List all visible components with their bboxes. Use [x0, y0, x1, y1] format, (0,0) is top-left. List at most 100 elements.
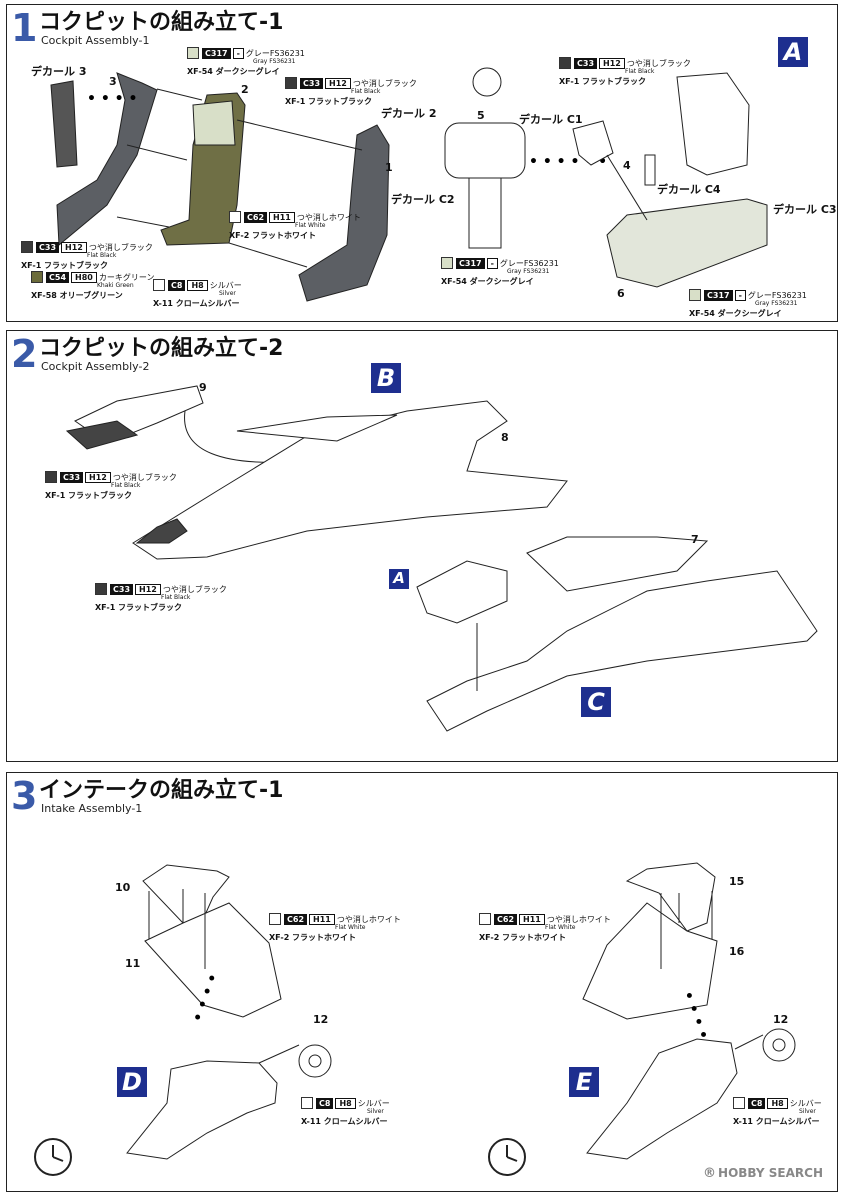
step-subtitle: Intake Assembly-1 [41, 802, 143, 815]
paint-code: C62 [494, 913, 518, 925]
clock-icon-hand [52, 1156, 64, 1162]
paint-swatch [45, 471, 57, 483]
paint-swatch [229, 211, 241, 223]
paint-name-jp: つや消しホワイト [546, 914, 611, 924]
part-label: 1 [385, 161, 393, 174]
paint-name-jp: シルバー [209, 280, 242, 290]
paint-code: C317 [202, 47, 231, 59]
paint-callout: C317-グレーFS36231 Gray FS36231 XF-54 ダークシー… [187, 47, 305, 76]
paint-xf: XF-1 フラットブラック [285, 97, 373, 106]
paint-name-jp: つや消しホワイト [296, 212, 361, 222]
part-label: デカール C2 [391, 193, 455, 206]
step-2-drawing [65, 385, 818, 732]
paint-code: C317 [704, 289, 733, 301]
assembly-letter-box-a: A [389, 569, 409, 589]
paint-code-h: - [232, 47, 244, 59]
step-2-panel: 2 コクピットの組み立て-2 Cockpit Assembly-2 B A C … [6, 330, 838, 762]
intake-part-16 [582, 902, 718, 1020]
assembly-letter-box-d: D [117, 1067, 147, 1097]
part-label: 7 [691, 533, 699, 546]
arrow [126, 144, 188, 161]
assembly-letter-box-c: C [581, 687, 611, 717]
paint-code: C33 [60, 471, 84, 483]
paint-code: C8 [748, 1097, 766, 1109]
paint-xf: XF-1 フラットブラック [21, 261, 109, 270]
paint-swatch [689, 289, 701, 301]
intake-part-11 [144, 902, 282, 1018]
part-label: 6 [617, 287, 625, 300]
paint-name-en: Flat Black [161, 594, 191, 601]
part-label: デカール C1 [519, 113, 583, 126]
paint-swatch [31, 271, 43, 283]
part-label: 9 [199, 381, 207, 394]
paint-xf: XF-54 ダークシーグレイ [441, 277, 534, 286]
fan-12-right-hub [772, 1038, 786, 1052]
paint-name-jp: グレーFS36231 [747, 290, 807, 300]
paint-name-en: Flat Black [625, 68, 655, 75]
paint-name-en: Silver [799, 1108, 816, 1115]
watermark: ®HOBBY SEARCH [703, 1166, 823, 1181]
paint-name-en: Gray FS36231 [507, 268, 550, 275]
paint-code: C33 [574, 57, 598, 69]
paint-name-en: Flat White [335, 924, 366, 931]
step-1-panel: 1 コクピットの組み立て-1 Cockpit Assembly-1 A • • … [6, 4, 838, 322]
part-label: デカール 3 [31, 65, 87, 78]
paint-name-jp: つや消しブラック [112, 472, 177, 482]
arrow [236, 119, 363, 151]
paint-name-jp: つや消しブラック [352, 78, 417, 88]
step-title: コクピットの組み立て-1 [39, 10, 284, 35]
paint-code: C54 [46, 271, 70, 283]
paint-code-h: - [734, 289, 746, 301]
paint-code-h: H80 [71, 271, 97, 283]
paint-swatch [285, 77, 297, 89]
seat-back-2 [192, 100, 236, 146]
seat-icon [472, 67, 502, 97]
instrument-panel-5-stem [468, 177, 502, 249]
paint-code: C33 [110, 583, 134, 595]
paint-code-h: H8 [187, 279, 208, 291]
paint-xf: X-11 クロームシルバー [301, 1117, 388, 1126]
seat-side-1 [298, 124, 390, 302]
part-label: 5 [477, 109, 485, 122]
wing-8 [236, 414, 398, 442]
paint-name-jp: シルバー [357, 1098, 390, 1108]
paint-xf: XF-1 フラットブラック [45, 491, 133, 500]
part-label: 15 [729, 875, 745, 888]
paint-code-h: H12 [85, 471, 111, 483]
part-label: 2 [241, 83, 249, 96]
step-title: インテークの組み立て-1 [39, 778, 284, 803]
paint-xf: XF-58 オリーブグリーン [31, 291, 123, 300]
wing-lower-7 [526, 536, 709, 592]
paint-code: C33 [36, 241, 60, 253]
intake-assembled-d [126, 1060, 278, 1160]
arrow [156, 88, 203, 101]
paint-name-jp: グレーFS36231 [499, 258, 559, 268]
paint-name-en: Silver [367, 1108, 384, 1115]
fan-12-hub [308, 1054, 322, 1068]
paint-swatch [301, 1097, 313, 1109]
paint-name-en: Khaki Green [97, 282, 134, 289]
step-number: 1 [11, 6, 38, 50]
cockpit-insert-a [416, 560, 508, 624]
paint-swatch [733, 1097, 745, 1109]
arrow [116, 216, 170, 228]
part-label: 16 [729, 945, 745, 958]
paint-name-en: Flat Black [111, 482, 141, 489]
paint-code-h: H8 [335, 1097, 356, 1109]
paint-xf: XF-2 フラットホワイト [229, 231, 317, 240]
paint-name-en: Silver [219, 290, 236, 297]
step-number: 2 [11, 332, 38, 376]
paint-code-h: - [486, 257, 498, 269]
paint-code: C8 [168, 279, 186, 291]
paint-code-h: H12 [599, 57, 625, 69]
step-3-drawing: • • • • • • • • [34, 862, 796, 1176]
paint-swatch [559, 57, 571, 69]
paint-code-h: H11 [309, 913, 335, 925]
